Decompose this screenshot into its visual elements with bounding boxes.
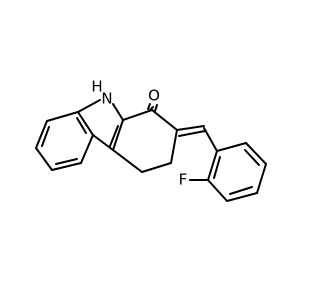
bond (170, 129, 178, 164)
double-bond-inner (109, 125, 119, 147)
double-bond (147, 103, 151, 110)
double-bond-inner (76, 117, 87, 134)
bond (112, 119, 124, 151)
atom-label-o: O (148, 87, 160, 105)
exocyclic-double-bond (176, 125, 218, 152)
bond (92, 134, 114, 151)
bond (141, 162, 172, 173)
benzo-ring (35, 111, 94, 171)
atom-label-n: N (101, 90, 112, 108)
double-bond (154, 104, 158, 112)
bond (207, 150, 218, 181)
bond (35, 147, 53, 171)
bond (112, 103, 124, 121)
bond (245, 142, 267, 165)
double-bond-inner (229, 186, 253, 195)
bond (122, 109, 153, 121)
bond (35, 120, 48, 149)
double-bond-inner (213, 156, 221, 179)
atom-label-h: H (91, 78, 102, 96)
bond (151, 109, 178, 131)
bond (51, 162, 82, 171)
cyclohexanone-ring (112, 109, 178, 173)
double-bond-inner (41, 126, 50, 147)
bond (46, 111, 79, 122)
bond (112, 149, 143, 173)
bond (176, 125, 205, 131)
carbonyl-group (147, 103, 158, 112)
bond (216, 142, 247, 152)
fluorophenyl-ring (189, 142, 267, 202)
bond (149, 106, 154, 111)
double-bond (178, 130, 206, 137)
bond (256, 163, 267, 194)
molecule-structure-diagram: H N O F (35, 78, 267, 202)
bond (77, 99, 101, 113)
atom-label-f: F (179, 171, 188, 189)
double-bond-inner (55, 158, 78, 165)
bond (207, 179, 228, 202)
bond (203, 127, 218, 152)
double-bond-inner (244, 149, 260, 166)
atom-labels: H N O F (91, 78, 187, 189)
bond (226, 192, 258, 202)
pyrrole-ring (77, 99, 124, 151)
bond (77, 111, 94, 136)
bond (80, 134, 94, 164)
